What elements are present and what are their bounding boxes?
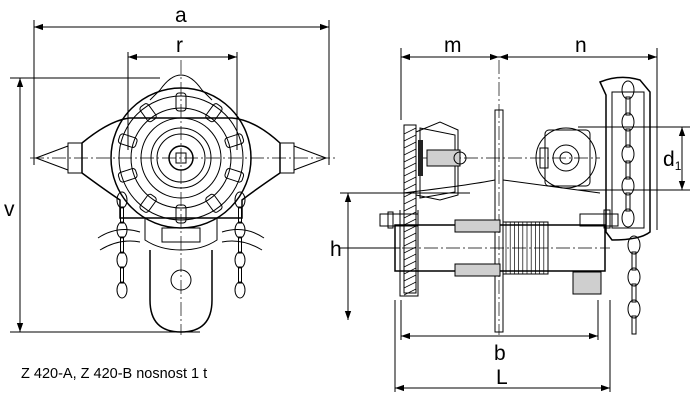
dimension-n: n	[499, 34, 658, 230]
chain-wheel	[110, 87, 252, 229]
right-wheel	[535, 127, 597, 189]
threaded-drum	[502, 221, 549, 275]
dimension-L-label: L	[496, 366, 508, 389]
left-side-plate	[403, 121, 459, 296]
axle-shaft	[379, 209, 619, 297]
dimension-n-label: n	[575, 34, 587, 57]
dimension-h-label: h	[330, 238, 342, 261]
chain-wheel-cover	[598, 76, 651, 241]
dimension-a: a	[33, 4, 330, 165]
dimension-r-label: r	[176, 34, 183, 57]
left-wheel	[418, 127, 467, 199]
caption: Z 420-A, Z 420-B nosnost 1 t	[21, 366, 208, 382]
dimension-d1-label: d1	[663, 148, 682, 173]
dimension-r: r	[127, 34, 238, 150]
dimension-b: b	[400, 300, 599, 365]
hand-chain-side	[621, 80, 641, 335]
dimension-v: v	[4, 77, 200, 333]
dimension-m: m	[400, 34, 499, 120]
dimension-a-label: a	[175, 4, 187, 27]
hand-chain	[116, 191, 246, 299]
hook-body	[144, 218, 218, 333]
dimension-d1: d1	[578, 126, 690, 191]
front-view: a r v	[4, 4, 335, 335]
dimension-L: L	[394, 300, 611, 392]
dimension-b-label: b	[494, 342, 506, 365]
dimension-m-label: m	[444, 34, 462, 57]
side-view: m n d1 h b	[330, 34, 690, 392]
dimension-v-label: v	[4, 198, 15, 221]
beam-flange	[402, 109, 601, 333]
